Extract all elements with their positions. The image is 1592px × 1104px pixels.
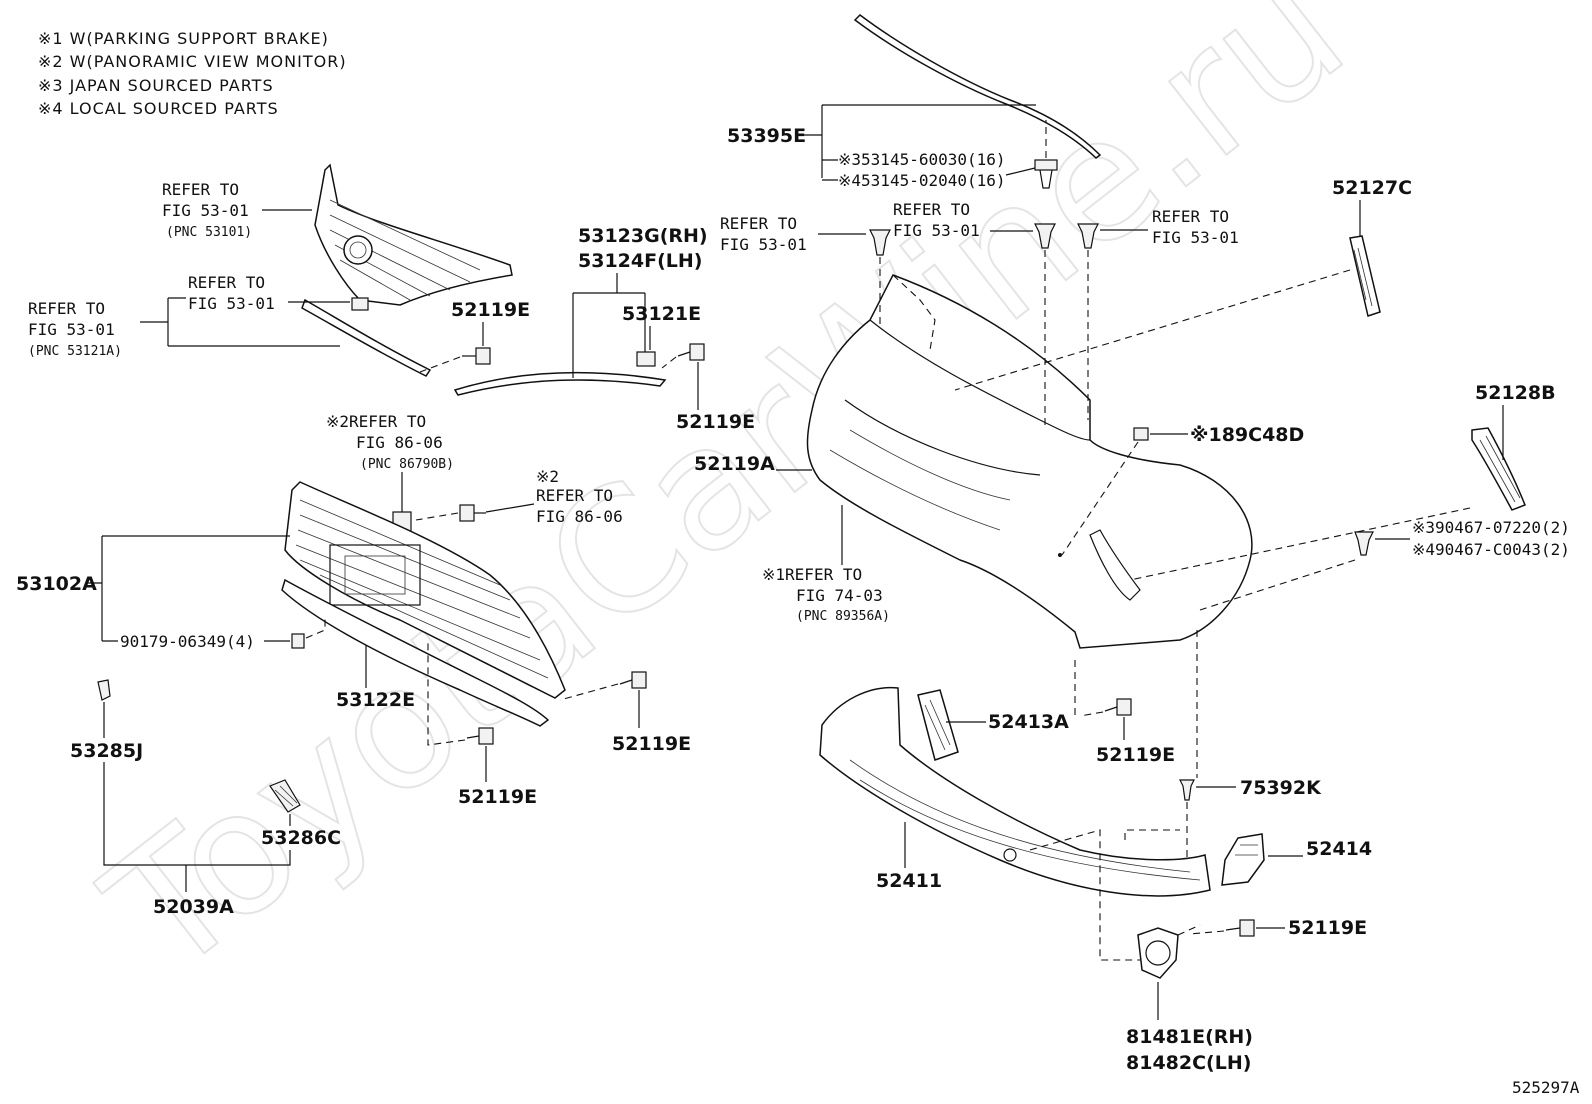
ref-molding-line2: FIG 53-01 bbox=[28, 320, 115, 339]
label-53123G: 53123G(RH) bbox=[578, 225, 708, 247]
clip-75392K bbox=[1179, 779, 1195, 801]
label-52119E-f: 52119E bbox=[1288, 917, 1367, 939]
ref-camera-bolt-line3: FIG 86-06 bbox=[536, 507, 623, 526]
ref-grille-line3: (PNC 53101) bbox=[166, 225, 252, 240]
ref-c-line2: FIG 53-01 bbox=[1152, 228, 1239, 247]
label-52127C: 52127C bbox=[1332, 177, 1412, 199]
label-52119A: 52119A bbox=[694, 453, 775, 475]
label-53122E: 53122E bbox=[336, 689, 415, 711]
front-bumper-cover-drawing bbox=[806, 274, 1253, 649]
sensor-89C48D bbox=[1133, 427, 1149, 441]
ref-clip-line2: FIG 53-01 bbox=[188, 294, 275, 313]
label-53145-local: ※453145-02040(16) bbox=[838, 171, 1006, 190]
ref-camera-line1: ※2REFER TO bbox=[326, 412, 426, 431]
note-2: ※2 W(PANORAMIC VIEW MONITOR) bbox=[38, 52, 347, 71]
bolt-52119E-d bbox=[466, 727, 494, 745]
bolt-52119E-a bbox=[462, 347, 491, 365]
ref-sensor-line3: (PNC 89356A) bbox=[796, 609, 890, 624]
ref-camera-bolt-line2: REFER TO bbox=[536, 486, 613, 505]
label-52039A: 52039A bbox=[153, 896, 234, 918]
label-89C48D: ※189C48D bbox=[1190, 424, 1304, 446]
ref-molding-line3: (PNC 53121A) bbox=[28, 344, 122, 359]
label-81482C: 81482C(LH) bbox=[1126, 1052, 1251, 1074]
label-52119E-b: 52119E bbox=[676, 411, 755, 433]
label-75392K: 75392K bbox=[1240, 777, 1322, 799]
clip-90467 bbox=[1354, 531, 1374, 556]
ref-a-line2: FIG 53-01 bbox=[720, 235, 807, 254]
ref-clip-line1: REFER TO bbox=[188, 273, 265, 292]
ref-camera-bolt-line1: ※2 bbox=[536, 467, 559, 486]
lower-molding-drawing bbox=[301, 297, 432, 377]
bracket-52413A-drawing bbox=[917, 689, 959, 761]
note-4: ※4 LOCAL SOURCED PARTS bbox=[38, 99, 279, 118]
label-53286C: 53286C bbox=[261, 827, 341, 849]
label-53285J: 53285J bbox=[70, 740, 143, 762]
bolt-52119E-b bbox=[677, 343, 705, 361]
upper-grille-drawing bbox=[314, 163, 513, 306]
note-1: ※1 W(PARKING SUPPORT BRAKE) bbox=[38, 29, 329, 48]
ref-sensor-line1: ※1REFER TO bbox=[762, 565, 862, 584]
ref-grille-line2: FIG 53-01 bbox=[162, 201, 249, 220]
ref-c-line1: REFER TO bbox=[1152, 207, 1229, 226]
ref-b-line2: FIG 53-01 bbox=[893, 221, 980, 240]
label-90179: 90179-06349(4) bbox=[120, 632, 255, 651]
label-53124F: 53124F(LH) bbox=[578, 250, 702, 272]
cover-53286C bbox=[269, 779, 301, 813]
label-52119E-c: 52119E bbox=[612, 733, 691, 755]
label-52119E-a: 52119E bbox=[451, 299, 530, 321]
label-52414: 52414 bbox=[1306, 838, 1372, 860]
label-53102A: 53102A bbox=[16, 573, 97, 595]
clip-ref-b bbox=[1034, 223, 1056, 249]
label-52411: 52411 bbox=[876, 870, 942, 892]
note-3: ※3 JAPAN SOURCED PARTS bbox=[38, 76, 274, 95]
label-53145-jp: ※353145-60030(16) bbox=[838, 150, 1006, 169]
label-53121E: 53121E bbox=[622, 303, 701, 325]
bolt-52119E-c bbox=[619, 671, 647, 689]
label-90467-local: ※490467-C0043(2) bbox=[1412, 540, 1570, 559]
label-81481E: 81481E(RH) bbox=[1126, 1026, 1253, 1048]
label-53395E: 53395E bbox=[727, 125, 806, 147]
ref-grille-line1: REFER TO bbox=[162, 180, 239, 199]
ref-molding-line1: REFER TO bbox=[28, 299, 105, 318]
bolt-52119E-e bbox=[1104, 698, 1132, 716]
ref-camera-line3: (PNC 86790B) bbox=[360, 457, 454, 472]
lower-grille-molding-drawing bbox=[281, 578, 550, 727]
ref-b-line1: REFER TO bbox=[893, 200, 970, 219]
clip-53145-drawing bbox=[1034, 120, 1058, 189]
clip-ref-a bbox=[869, 229, 891, 256]
retainer-52128B-drawing bbox=[1471, 427, 1526, 511]
camera-bracket-drawing bbox=[392, 472, 412, 533]
label-52119E-e: 52119E bbox=[1096, 744, 1175, 766]
legend-notes: ※1 W(PARKING SUPPORT BRAKE) ※2 W(PANORAM… bbox=[38, 29, 347, 118]
bolt-52119E-f bbox=[1225, 919, 1255, 937]
camera-bolt-drawing bbox=[415, 504, 486, 522]
side-molding-drawing bbox=[453, 371, 667, 396]
nut-90179 bbox=[291, 633, 305, 649]
seal-strip-drawing bbox=[853, 14, 1102, 159]
diagram-id: 525297A bbox=[1512, 1078, 1580, 1097]
fog-bezel-drawing bbox=[1137, 924, 1201, 979]
ref-camera-line2: FIG 86-06 bbox=[356, 433, 443, 452]
label-90467-jp: ※390467-07220(2) bbox=[1412, 518, 1570, 537]
label-52119E-d: 52119E bbox=[458, 786, 537, 808]
bracket-52414-drawing bbox=[1221, 833, 1265, 886]
lower-grille-drawing bbox=[284, 481, 566, 699]
label-52128B: 52128B bbox=[1475, 382, 1556, 404]
clip-53121E bbox=[636, 351, 656, 367]
ref-a-line1: REFER TO bbox=[720, 214, 797, 233]
bracket-53285J bbox=[97, 679, 111, 701]
ref-sensor-line2: FIG 74-03 bbox=[796, 586, 883, 605]
label-52413A: 52413A bbox=[988, 711, 1069, 733]
retainer-52127C-drawing bbox=[1349, 235, 1381, 317]
lower-spoiler-drawing bbox=[819, 686, 1211, 897]
clip-ref-c bbox=[1077, 223, 1099, 249]
